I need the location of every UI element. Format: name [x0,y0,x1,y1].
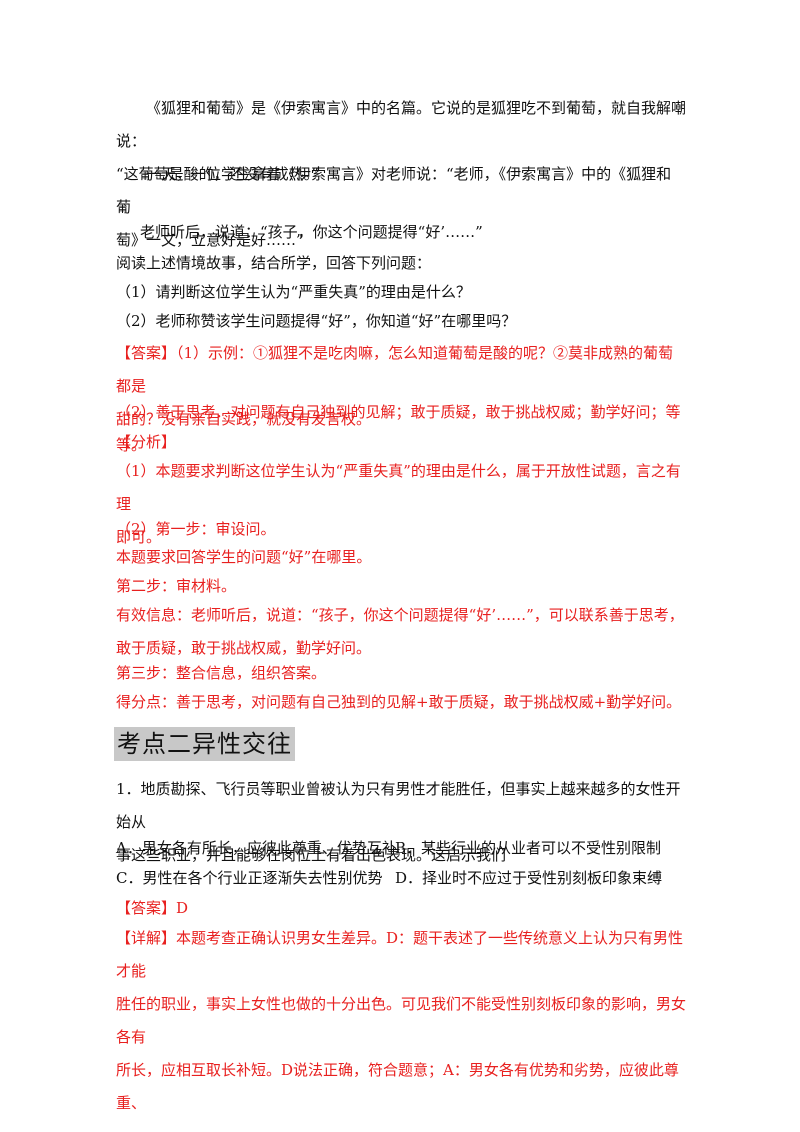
text-line: 《狐狸和葡萄》是《伊索寓言》中的名篇。它说的是狐狸吃不到葡萄，就自我解嘲说： [116,99,687,150]
text-line: 萄》一文，立意好是好……” [116,231,304,249]
text-line: 即可。 [116,528,162,546]
analysis-step-2: 第二步：审材料。 [116,577,237,595]
text-line: 事这些职业，并且能够在岗位上有着出色表现。这启示我们 [116,846,507,864]
answer-2: 【答案】D [116,892,686,925]
analysis-scoring-points: 得分点：善于思考，对问题有自己独到的见解+敢于质疑，敢于挑战权威+勤学好问。 [116,693,682,711]
text-line: 1．地质勘探、飞行员等职业曾被认为只有男性才能胜任，但事实上越来越多的女性开始从 [116,780,681,831]
section-heading: 考点二异性交往 [114,727,295,761]
text-line: （1）本题要求判断这位学生认为“严重失真”的理由是什么，属于开放性试题，言之有理 [116,462,681,513]
story-paragraph-1: 《狐狸和葡萄》是《伊索寓言》中的名篇。它说的是狐狸吃不到葡萄，就自我解嘲说： “这… [116,92,686,191]
text-line: “这葡萄是酸的，还没有成热。” [116,165,319,183]
text-line: 本题考查正确认识男女生差异。D：题干表述了一些传统意义上认为只有男性才能 [116,929,684,980]
detail-block: 【详解】本题考查正确认识男女生差异。D：题干表述了一些传统意义上认为只有男性才能… [116,922,686,1120]
reading-prompt: 阅读上述情境故事，结合所学，回答下列问题： [116,254,432,272]
text-line: 胜任的职业，事实上女性也做的十分出色。可见我们不能受性别刻板印象的影响，男女各有 [116,995,687,1046]
answer-line: （1）示例：①狐狸不是吃肉嘛，怎么知道葡萄是酸的呢？②莫非成熟的葡萄都是 [116,344,674,395]
analysis-step-1: （2）第一步：审设问。 [116,520,276,538]
option-c: C．男性在各个行业正逐渐失去性别优势 [116,869,383,887]
question-1: （1）请判断这位学生认为“严重失真”的理由是什么？ [116,283,471,301]
answer-tag: 【答案】 [116,344,177,362]
story-paragraph-3: 老师听后，说道：“孩子，你这个问题提得“好’……” [140,223,483,241]
text-line: 有效信息：老师听后，说道：“孩子，你这个问题提得“好’……”，可以联系善于思考， [116,606,684,624]
analysis-tag: 【分析】 [116,433,177,451]
answer-block: 【答案】（1）示例：①狐狸不是吃肉嘛，怎么知道葡萄是酸的呢？②莫非成熟的葡萄都是… [116,337,686,436]
detail-tag: 【详解】 [116,929,177,947]
question-2: （2）老师称赞该学生问题提得“好”，你知道“好”在哪里吗？ [116,312,517,330]
answer-line-2: （2）善于思考．对问题有自己独到的见解；敢于质疑，敢于挑战权威；勤学好问；等等。 [116,403,681,454]
answer-line: 甜的？没有亲自实践，就没有发言权。 [116,410,372,428]
story-paragraph-2: 一天，一位学生拿着《伊索寓言》对老师说：“老师，《伊索寓言》中的《狐狸和葡萄》一… [116,158,686,257]
answer-2-tag: 【答案】 [116,899,177,917]
mc-question-stem: 1．地质勘探、飞行员等职业曾被认为只有男性才能胜任，但事实上越来越多的女性开始从… [116,773,686,872]
option-a: A．男女各有所长，应彼此尊重、优势互补 [116,839,397,857]
text-line: 一天，一位学生拿着《伊索寓言》对老师说：“老师，《伊索寓言》中的《狐狸和葡 [116,165,672,216]
analysis-step-3: 第三步：整合信息，组织答案。 [116,664,327,682]
text-line: 敢于质疑，敢于挑战权威，勤学好问。 [116,639,372,657]
analysis-line-1: （1）本题要求判断这位学生认为“严重失真”的理由是什么，属于开放性试题，言之有理… [116,455,686,554]
analysis-step-2-detail: 有效信息：老师听后，说道：“孩子，你这个问题提得“好’……”，可以联系善于思考，… [116,599,686,665]
option-b: B．某些行业的从业者可以不受性别限制 [395,839,662,857]
answer-2-value: D [176,899,189,917]
option-d: D．择业时不应过于受性别刻板印象束缚 [395,869,663,887]
analysis-step-1-detail: 本题要求回答学生的问题“好”在哪里。 [116,548,372,566]
text-line: 所长，应相互取长补短。D说法正确，符合题意；A：男女各有优势和劣势，应彼此尊重、 [116,1061,679,1112]
